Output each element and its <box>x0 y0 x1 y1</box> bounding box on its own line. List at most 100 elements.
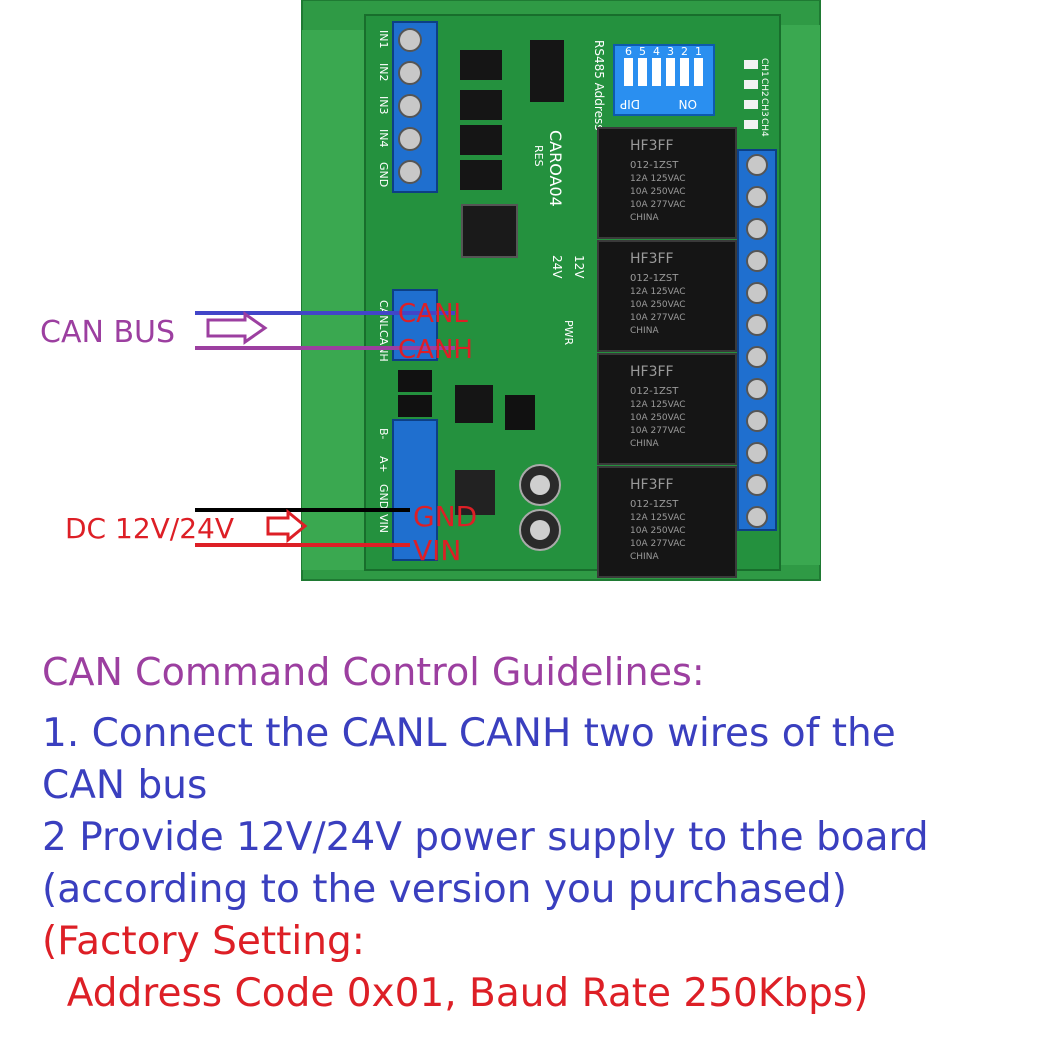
input-label: IN3 <box>377 96 390 114</box>
guidelines-title: CAN Command Control Guidelines: <box>42 650 705 694</box>
factory-setting-line1: (Factory Setting: <box>42 919 365 964</box>
pwr-label: PWR <box>562 320 575 346</box>
can-label-canl: CANL <box>377 300 390 330</box>
canl-label: CANL <box>398 299 468 329</box>
output-screw <box>746 410 768 432</box>
relay-text: 10A 277VAC <box>630 200 686 210</box>
relay-text: 012-1ZST <box>630 273 679 284</box>
dip-key <box>638 58 647 86</box>
led-label: CH4 <box>759 118 769 137</box>
diode-2 <box>398 395 432 417</box>
relay-text: 10A 250VAC <box>630 300 686 310</box>
power-arrow-icon <box>266 508 308 544</box>
led-label: CH1 <box>759 58 769 77</box>
output-screw <box>746 154 768 176</box>
relay-text: 12A 125VAC <box>630 513 686 523</box>
relay-text: CHINA <box>630 552 659 562</box>
relay-text: HF3FF <box>630 251 674 267</box>
canh-label: CANH <box>398 335 473 365</box>
led-label: CH2 <box>759 78 769 97</box>
v12-label: 12V <box>572 255 586 279</box>
res-label: RES <box>532 145 545 167</box>
optocoupler-1 <box>460 50 502 80</box>
relay-text: CHINA <box>630 213 659 223</box>
gnd-label: GND <box>413 500 477 533</box>
input-label: IN4 <box>377 129 390 147</box>
dip-number: 5 <box>639 45 646 58</box>
relay-text: HF3FF <box>630 477 674 493</box>
can-transceiver-chip <box>455 385 493 423</box>
output-screw <box>746 250 768 272</box>
bus-label-b: B- <box>377 428 390 440</box>
input-screw <box>398 127 422 151</box>
guideline-step1-line1: 1. Connect the CANL CANH two wires of th… <box>42 711 896 756</box>
v24-label: 24V <box>550 255 564 279</box>
factory-setting-line2: Address Code 0x01, Baud Rate 250Kbps) <box>42 971 869 1016</box>
optocoupler-2 <box>460 90 502 120</box>
input-label: IN1 <box>377 30 390 48</box>
dip-label: DIP <box>620 97 640 111</box>
led-label: CH3 <box>759 98 769 117</box>
output-screw <box>746 218 768 240</box>
output-screw <box>746 186 768 208</box>
dip-key <box>652 58 661 86</box>
dip-on-label: ON <box>679 97 697 111</box>
relay-text: 10A 277VAC <box>630 426 686 436</box>
vin-label: VIN <box>413 534 461 567</box>
model-label: CAROA04 <box>546 130 565 207</box>
relay <box>597 353 737 465</box>
bus-label-gnd: GND <box>377 484 390 509</box>
can-bus-label: CAN BUS <box>40 315 175 350</box>
status-led <box>744 100 758 109</box>
input-label: IN2 <box>377 63 390 81</box>
relay-text: HF3FF <box>630 138 674 154</box>
input-screw <box>398 94 422 118</box>
output-screw <box>746 442 768 464</box>
diode-1 <box>398 370 432 392</box>
relay-text: 10A 250VAC <box>630 526 686 536</box>
regulator-chip <box>455 470 495 515</box>
relay-text: HF3FF <box>630 364 674 380</box>
relay-text: CHINA <box>630 326 659 336</box>
relay-text: 12A 125VAC <box>630 174 686 184</box>
power-terminal-block <box>392 419 438 561</box>
relay-text: 012-1ZST <box>630 386 679 397</box>
relay-text: 12A 125VAC <box>630 287 686 297</box>
can-label-canh: CANH <box>377 330 390 362</box>
dip-number: 2 <box>681 45 688 58</box>
relay <box>597 466 737 578</box>
output-screw <box>746 506 768 528</box>
bus-label-vin: VIN <box>377 514 390 533</box>
capacitor-2-top <box>530 520 550 540</box>
dip-number: 4 <box>653 45 660 58</box>
optocoupler-4 <box>460 160 502 190</box>
dc-label: DC 12V/24V <box>65 512 234 545</box>
input-screw <box>398 160 422 184</box>
status-led <box>744 60 758 69</box>
mcu-chip <box>461 204 518 258</box>
relay-text: 10A 277VAC <box>630 539 686 549</box>
status-led <box>744 120 758 129</box>
can-bus-arrow-icon <box>206 311 268 345</box>
input-screw <box>398 61 422 85</box>
dip-key <box>624 58 633 86</box>
dip-key <box>666 58 675 86</box>
guideline-step2-line2: (according to the version you purchased) <box>42 867 847 912</box>
output-screw <box>746 314 768 336</box>
output-screw <box>746 474 768 496</box>
dip-number: 6 <box>625 45 632 58</box>
voltage-regulator <box>505 395 535 430</box>
din-rail-right <box>780 25 820 565</box>
dip-number: 3 <box>667 45 674 58</box>
bus-label-a: A+ <box>377 456 390 473</box>
relay-text: CHINA <box>630 439 659 449</box>
din-rail-left <box>302 30 372 570</box>
input-label: GND <box>377 162 390 187</box>
relay <box>597 240 737 352</box>
relay-text: 10A 250VAC <box>630 187 686 197</box>
output-screw <box>746 346 768 368</box>
rs485-address-label: RS485 Address <box>592 40 606 130</box>
relay-text: 12A 125VAC <box>630 400 686 410</box>
relay-text: 10A 250VAC <box>630 413 686 423</box>
relay-text: 012-1ZST <box>630 160 679 171</box>
